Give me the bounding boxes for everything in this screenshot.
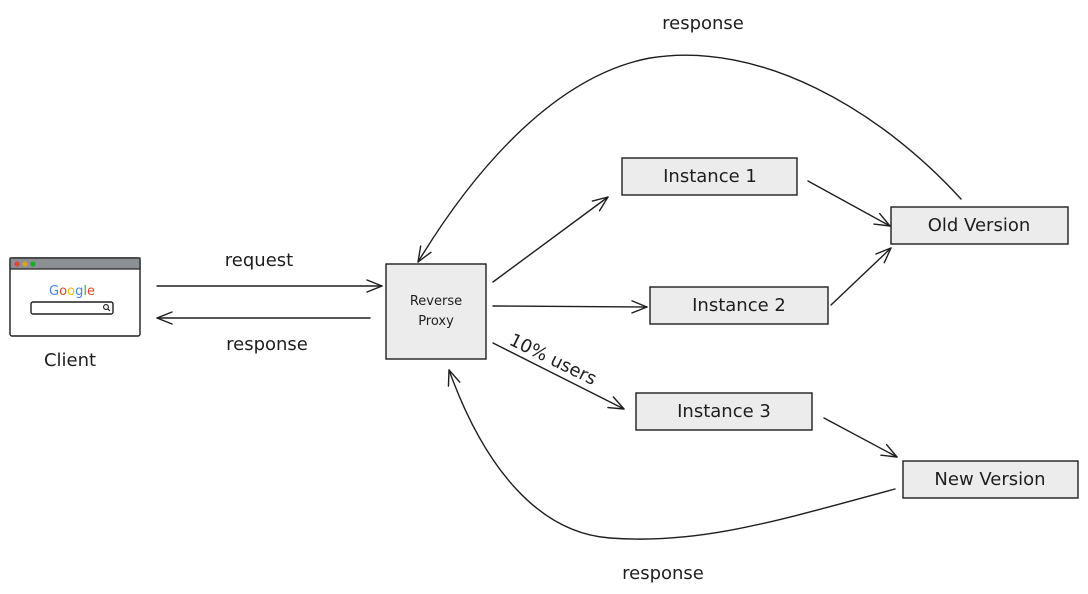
response-old-edge: response bbox=[417, 13, 962, 263]
instance-1-node: Instance 1 bbox=[621, 157, 798, 196]
reverse-proxy-label-line1: Reverse bbox=[410, 294, 462, 309]
instance-1-to-old-version-arrow bbox=[807, 180, 891, 227]
reverse-proxy-node: Reverse Proxy bbox=[385, 263, 487, 360]
instance-3-to-new-version-arrow bbox=[823, 417, 898, 458]
new-version-response-arrow bbox=[447, 369, 896, 540]
instance-2-node: Instance 2 bbox=[649, 286, 829, 325]
old-version-box bbox=[890, 206, 1069, 245]
client-node: Google Client bbox=[9, 257, 141, 371]
reverse-proxy-label-line2: Proxy bbox=[418, 314, 454, 329]
instance-1-box bbox=[621, 157, 798, 196]
instance-1-label: Instance 1 bbox=[663, 166, 757, 187]
proxy-to-instance-2-arrow bbox=[492, 300, 648, 314]
instance-3-node: Instance 3 bbox=[635, 392, 813, 431]
response-old-label: response bbox=[662, 13, 744, 34]
request-label: request bbox=[225, 250, 293, 271]
search-bar bbox=[30, 301, 114, 315]
canary-label: 10% users bbox=[506, 330, 600, 390]
google-logo: Google bbox=[49, 284, 95, 299]
instance-2-box bbox=[649, 286, 829, 325]
old-version-response-arrow bbox=[417, 54, 962, 263]
reverse-proxy-box bbox=[385, 263, 487, 360]
browser-window-icon: Google bbox=[9, 257, 141, 337]
new-version-node: New Version bbox=[902, 460, 1079, 499]
proxy-to-instance-1-arrow bbox=[492, 196, 609, 283]
new-version-box bbox=[902, 460, 1079, 499]
instance-2-to-old-version-arrow bbox=[830, 247, 892, 306]
request-edge: request bbox=[156, 250, 383, 293]
client-label: Client bbox=[44, 350, 96, 371]
instance-3-label: Instance 3 bbox=[677, 401, 771, 422]
old-version-label: Old Version bbox=[928, 215, 1031, 236]
search-icon bbox=[103, 304, 111, 312]
instance-2-label: Instance 2 bbox=[692, 295, 786, 316]
response-new-label: response bbox=[622, 563, 704, 584]
proxy-to-instance-3-arrow bbox=[492, 342, 625, 410]
response-client-edge: response bbox=[156, 311, 371, 355]
response-new-edge: response bbox=[447, 369, 896, 584]
response-client-label: response bbox=[226, 334, 308, 355]
old-version-node: Old Version bbox=[890, 206, 1069, 245]
instance-3-box bbox=[635, 392, 813, 431]
new-version-label: New Version bbox=[934, 469, 1045, 490]
